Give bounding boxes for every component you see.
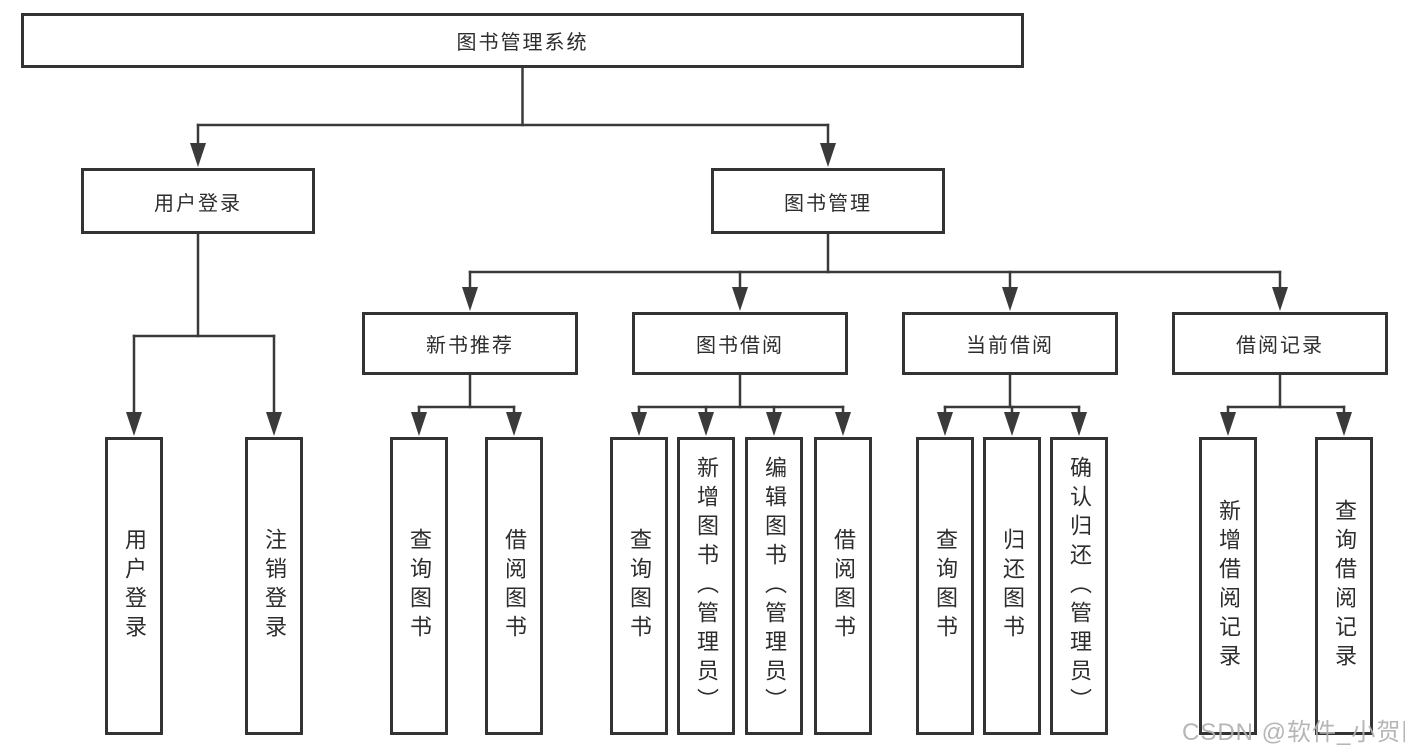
leaf-borrow-book-recommend-label: 借阅图书	[502, 528, 527, 644]
node-borrow-records-label: 借阅记录	[1236, 335, 1324, 357]
leaf-edit-book-admin-label: 编辑图书（管理员）	[762, 455, 787, 717]
leaf-return-book-label: 归还图书	[1000, 528, 1025, 644]
leaf-add-book-admin-label: 新增图书（管理员）	[694, 455, 719, 717]
leaf-add-borrow-record-label: 新增借阅记录	[1216, 499, 1241, 673]
node-root-label: 图书管理系统	[456, 32, 589, 54]
node-new-book-recommend: 新书推荐	[362, 312, 578, 375]
leaf-confirm-return-admin-label: 确认归还（管理员）	[1067, 455, 1092, 717]
leaf-user-login: 用户登录	[105, 437, 163, 735]
node-new-book-recommend-label: 新书推荐	[426, 335, 514, 357]
leaf-user-login-label: 用户登录	[122, 528, 147, 644]
leaf-query-book-borrow-label: 查询图书	[627, 528, 652, 644]
leaf-confirm-return-admin: 确认归还（管理员）	[1050, 437, 1108, 735]
leaf-return-book: 归还图书	[983, 437, 1041, 735]
arrowheads	[126, 143, 1352, 436]
leaf-query-book-current-label: 查询图书	[933, 528, 958, 644]
node-current-borrow: 当前借阅	[902, 312, 1118, 375]
leaf-add-book-admin: 新增图书（管理员）	[677, 437, 735, 735]
leaf-query-borrow-record-label: 查询借阅记录	[1332, 499, 1357, 673]
node-user-login-label: 用户登录	[154, 192, 242, 215]
leaf-logout: 注销登录	[245, 437, 303, 735]
leaf-query-book-borrow: 查询图书	[610, 437, 668, 735]
leaf-borrow-book-recommend: 借阅图书	[485, 437, 543, 735]
leaf-query-book-recommend-label: 查询图书	[407, 528, 432, 644]
csdn-watermark: CSDN @软件_小贺同学	[1182, 719, 1405, 746]
node-current-borrow-label: 当前借阅	[966, 335, 1054, 357]
node-book-borrow: 图书借阅	[632, 312, 848, 375]
leaf-query-book-current: 查询图书	[916, 437, 974, 735]
node-user-login: 用户登录	[81, 168, 315, 234]
leaf-query-borrow-record: 查询借阅记录	[1315, 437, 1373, 735]
leaf-borrow-book: 借阅图书	[814, 437, 872, 735]
node-borrow-records: 借阅记录	[1172, 312, 1388, 375]
leaf-add-borrow-record: 新增借阅记录	[1199, 437, 1257, 735]
leaf-query-book-recommend: 查询图书	[390, 437, 448, 735]
leaf-logout-label: 注销登录	[262, 528, 287, 644]
node-book-management: 图书管理	[711, 168, 945, 234]
node-book-borrow-label: 图书借阅	[696, 335, 784, 357]
leaf-edit-book-admin: 编辑图书（管理员）	[745, 437, 803, 735]
node-root: 图书管理系统	[21, 13, 1024, 68]
node-book-management-label: 图书管理	[784, 192, 872, 215]
leaf-borrow-book-label: 借阅图书	[831, 528, 856, 644]
